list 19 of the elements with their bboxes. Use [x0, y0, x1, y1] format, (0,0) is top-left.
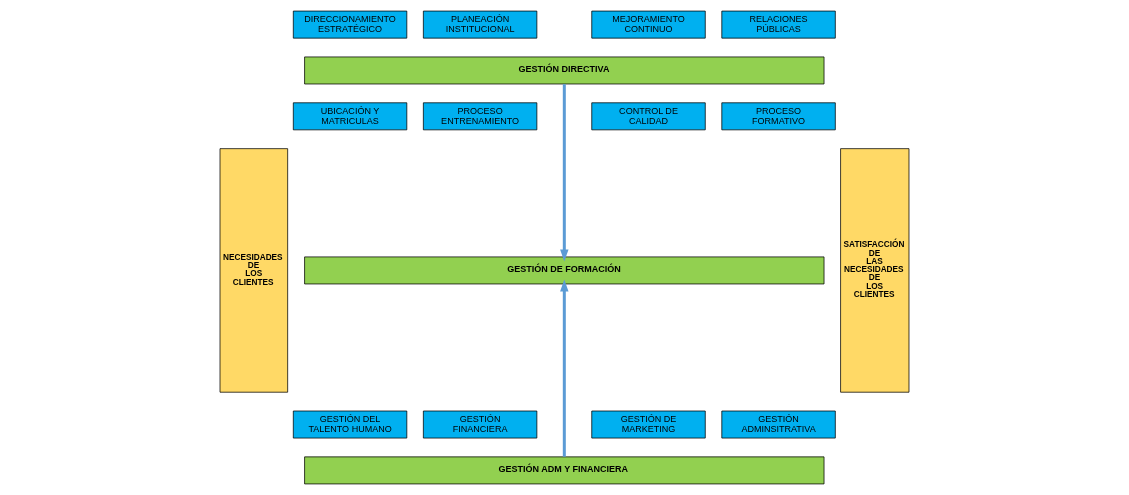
node-box: NECESIDADES DE LOS CLIENTES [219, 148, 289, 393]
node-box: GESTIÓN DE MARKETING [591, 410, 706, 439]
node-box: MEJORAMIENTO CONTINUO [591, 10, 706, 39]
node-box: PROCESO ENTRENAMIENTO [423, 102, 538, 131]
node-box: GESTIÓN ADMINSITRATIVA [721, 410, 836, 439]
node-box: GESTIÓN DEL TALENTO HUMANO [292, 410, 408, 439]
node-box: DIRECCIONAMIENTO ESTRATÉGICO [292, 10, 408, 39]
node-box: SATISFACCIÓN DE LAS NECESIDADES DE LOS CLIENTES [840, 148, 910, 393]
node-box: GESTIÓN ADM Y FINANCIERA [304, 456, 825, 485]
node-box: GESTIÓN DIRECTIVA [304, 56, 825, 85]
node-box: CONTROL DE CALIDAD [591, 102, 706, 131]
node-box: PROCESO FORMATIVO [721, 102, 836, 131]
arrow [560, 84, 569, 262]
node-box: PLANEACIÓN INSTITUCIONAL [423, 10, 538, 39]
node-box: RELACIONES PÚBLICAS [721, 10, 836, 39]
node-box: GESTIÓN FINANCIERA [423, 410, 538, 439]
node-box: GESTIÓN DE FORMACIÓN [304, 256, 825, 285]
node-box: UBICACIÓN Y MATRICULAS [292, 102, 408, 131]
arrow [560, 279, 569, 457]
